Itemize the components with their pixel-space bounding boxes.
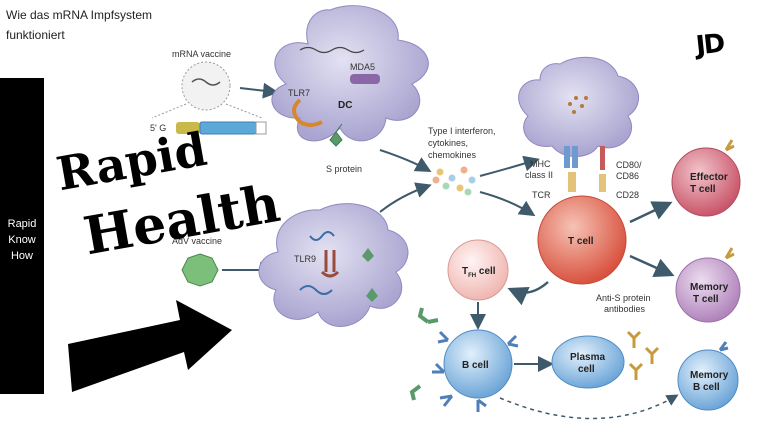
zoom-line-right	[225, 103, 263, 119]
mrna-strand	[191, 78, 221, 86]
plasma-cell-label: cell	[578, 364, 595, 375]
arrow-b-to-memory-b	[499, 394, 679, 420]
s-protein-label: S protein	[326, 164, 362, 174]
processed-antigen-icon	[568, 96, 588, 114]
brand-overlay: Rapid Health	[53, 122, 285, 268]
s-protein-expressed-icon	[362, 240, 374, 262]
cytokines-label: cytokines,	[428, 138, 468, 148]
cytokine-cluster-icon	[432, 166, 476, 196]
plasma-cell	[551, 335, 625, 389]
cd28-icon	[599, 174, 606, 192]
effector-label: Effector	[690, 172, 728, 183]
dna-helix-icon	[309, 231, 335, 241]
sidebar-text-rapid: Rapid	[7, 218, 37, 230]
s-protein-secreted-icon	[366, 288, 378, 302]
memory-b-cell	[677, 349, 739, 411]
type-i-interferon-label: Type I interferon,	[428, 126, 496, 136]
mhc-class-ii-icon	[564, 146, 570, 168]
arrow-dc2-to-cytokines	[379, 182, 432, 213]
dc-label: DC	[338, 100, 352, 111]
memory-b-cell-label: B cell	[693, 382, 720, 393]
memory-b-label: Memory	[690, 370, 729, 381]
arrow-t-to-tfh	[507, 281, 549, 306]
mhc-label: MHC	[530, 159, 551, 169]
t-cell-label: T cell	[568, 236, 594, 247]
mrna-vaccine-label: mRNA vaccine	[172, 49, 231, 59]
tcr-icon	[568, 172, 576, 192]
poly-a-tail	[255, 121, 267, 135]
arrow-t-to-effector	[629, 201, 673, 224]
s-protein-bound-icon	[417, 307, 439, 324]
s-protein-bound-lower-icon	[409, 384, 422, 401]
adenovirus-vector-icon	[181, 253, 219, 287]
memory-t-cell-label: T cell	[693, 294, 719, 305]
tcr-label: TCR	[532, 190, 551, 200]
cd80-cd86-icon	[600, 146, 605, 170]
arrow-cytokines-to-tcell	[479, 191, 536, 217]
memory-t-label: Memory	[690, 282, 729, 293]
memory-t-cell	[675, 257, 741, 323]
tlr9-receptor-icon	[320, 250, 340, 278]
memory-t-tcr-icon	[724, 247, 735, 260]
mda5-label: MDA5	[350, 62, 375, 72]
dna-in-cell-icon	[299, 285, 333, 295]
cd80-label: CD80/	[616, 160, 642, 170]
s-protein-icon	[329, 123, 343, 147]
arrow-dc-to-cytokines	[379, 149, 432, 172]
antibody-icons	[626, 330, 660, 380]
zoom-line-left	[151, 103, 187, 119]
arrow-mrna-to-dc	[239, 82, 279, 99]
effector-tcr-icon	[724, 139, 735, 152]
tlr7-label: TLR7	[288, 88, 310, 98]
mhc-class-ii-label: class II	[525, 170, 553, 180]
sidebar-bar: Rapid Know How	[0, 78, 44, 394]
tfh-cell-label: TFH cell	[462, 266, 496, 279]
b-cell-label: B cell	[462, 360, 489, 371]
tfh-cell	[447, 239, 509, 301]
lipid-nanoparticle	[181, 61, 231, 111]
spike-coding-segment	[199, 121, 257, 135]
effector-t-cell	[671, 147, 741, 217]
mhc-class-ii-chain-icon	[572, 146, 578, 168]
arrow-t-to-memory-t	[629, 254, 675, 277]
slide-title-line-1: Wie das mRNA Impfsystem	[6, 8, 153, 22]
dendritic-cell-top	[271, 5, 429, 142]
slide-title-line-2: funktioniert	[6, 28, 65, 42]
cd28-label: CD28	[616, 190, 639, 200]
b-cell-receptor-icons	[432, 330, 519, 412]
t-cell	[537, 195, 627, 285]
five-prime-cap-label: 5' G	[150, 123, 166, 133]
sidebar-text-how: How	[10, 250, 33, 262]
antigen-presenting-cell	[518, 56, 639, 157]
anti-s-protein-label: Anti-S protein	[596, 293, 651, 303]
modified-nucleoside-segment	[176, 122, 200, 134]
tlr9-label: TLR9	[294, 254, 316, 264]
tlr7-receptor-icon	[292, 98, 323, 127]
sidebar-text-know: Know	[8, 234, 36, 246]
antibodies-label: antibodies	[604, 304, 646, 314]
effector-t-cell-label: T cell	[690, 184, 716, 195]
mrna-in-cell-icon	[299, 46, 365, 54]
b-cell	[443, 329, 513, 399]
mda5-receptor-icon	[350, 74, 380, 84]
chemokines-label: chemokines	[428, 150, 477, 160]
big-black-arrow-icon	[68, 300, 232, 392]
plasma-label: Plasma	[570, 352, 605, 363]
cd86-label: CD86	[616, 171, 639, 181]
arrow-cytokines-to-apc	[479, 155, 540, 177]
adv-vaccine-label: AdV vaccine	[172, 236, 222, 246]
memory-b-receptor-icon	[718, 341, 729, 352]
